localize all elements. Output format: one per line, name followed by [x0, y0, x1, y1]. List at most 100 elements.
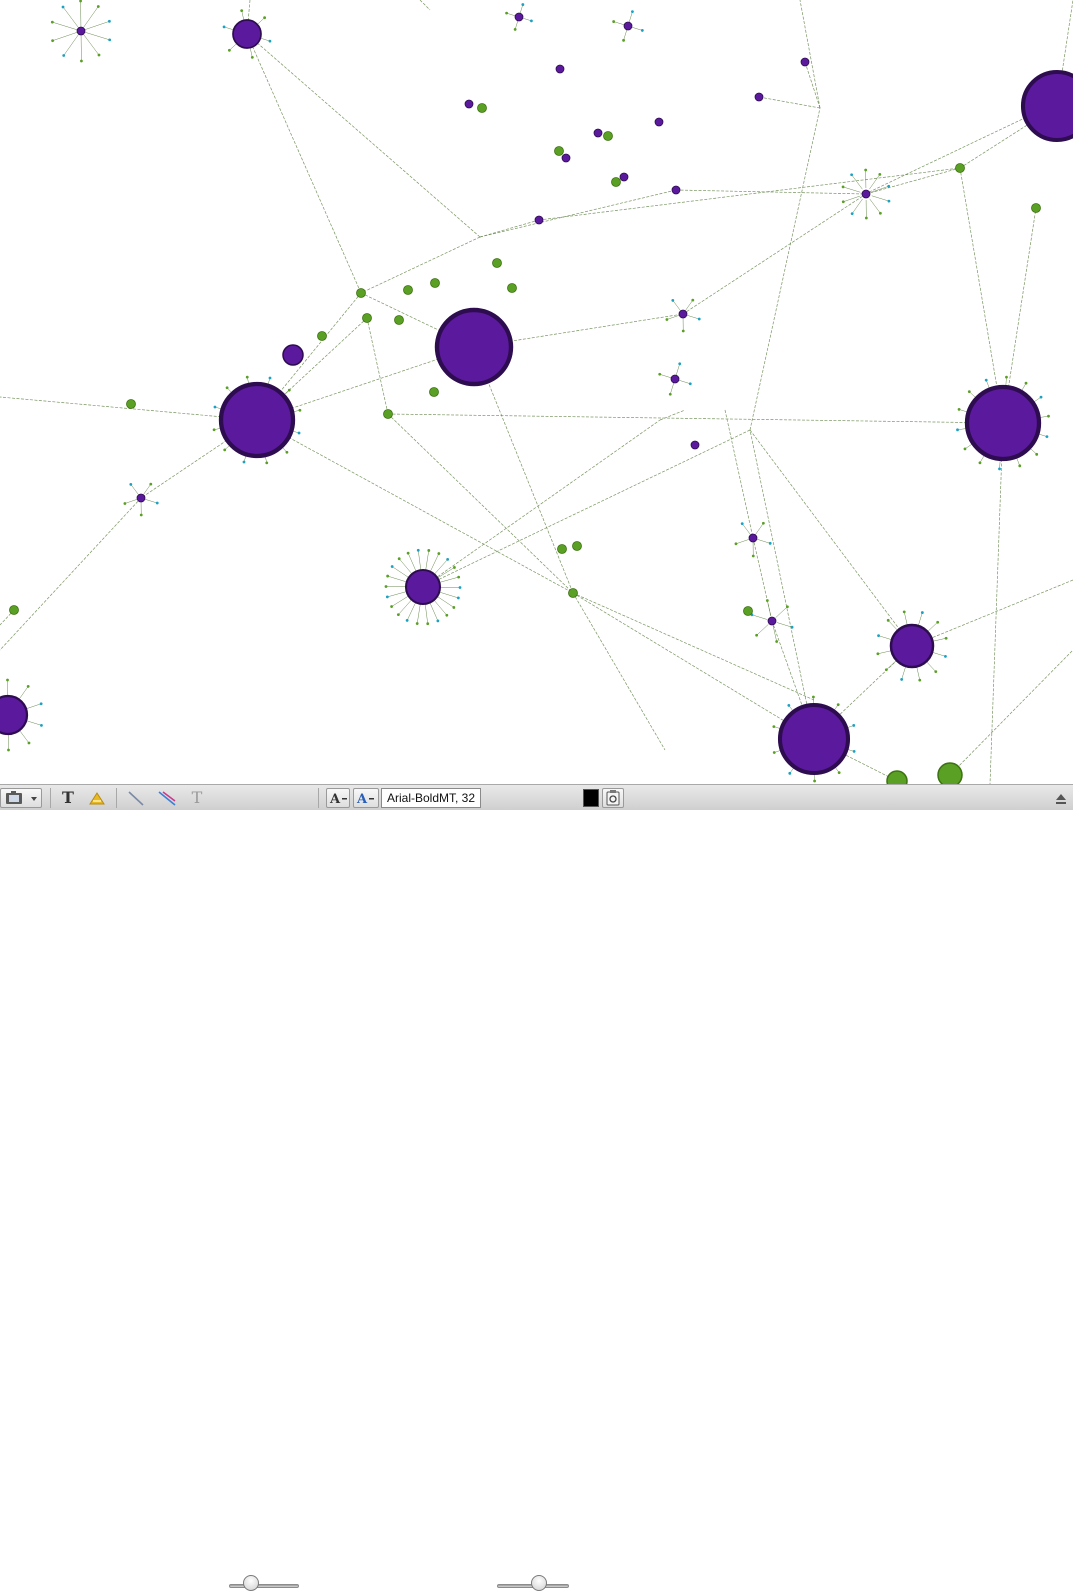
hub-node[interactable]	[780, 705, 848, 773]
small-node[interactable]	[755, 93, 763, 101]
graph-leaf-node[interactable]	[888, 200, 891, 203]
graph-leaf-node[interactable]	[129, 483, 132, 486]
graph-edge[interactable]	[423, 420, 660, 587]
highlight-button[interactable]	[86, 788, 108, 808]
graph-leaf-node[interactable]	[936, 621, 939, 624]
graph-leaf-node[interactable]	[288, 389, 291, 392]
hub-node[interactable]	[437, 310, 511, 384]
graph-edge[interactable]	[683, 194, 866, 314]
graph-leaf-node[interactable]	[397, 613, 400, 616]
graph-leaf-node[interactable]	[514, 28, 517, 31]
graph-leaf-node[interactable]	[752, 555, 755, 558]
graph-spoke[interactable]	[886, 660, 896, 670]
graph-edge[interactable]	[759, 97, 820, 108]
hub-node[interactable]	[406, 570, 440, 604]
graph-edge[interactable]	[480, 220, 539, 237]
hub-node[interactable]	[1023, 72, 1073, 140]
graph-leaf-node[interactable]	[985, 379, 988, 382]
graph-leaf-node[interactable]	[918, 679, 921, 682]
screenshot-button[interactable]	[0, 788, 42, 808]
graph-spoke[interactable]	[872, 196, 889, 201]
graph-leaf-node[interactable]	[1035, 453, 1038, 456]
graph-spoke[interactable]	[83, 34, 99, 55]
small-node[interactable]	[515, 13, 523, 21]
graph-leaf-node[interactable]	[877, 634, 880, 637]
graph-spoke[interactable]	[399, 559, 412, 574]
graph-leaf-node[interactable]	[842, 186, 845, 189]
graph-spoke[interactable]	[742, 524, 750, 535]
graph-spoke[interactable]	[434, 600, 447, 615]
graph-spoke[interactable]	[398, 600, 411, 615]
graph-leaf-node[interactable]	[769, 542, 772, 545]
graph-leaf-node[interactable]	[879, 212, 882, 215]
graph-spoke[interactable]	[85, 32, 110, 40]
graph-spoke[interactable]	[388, 576, 407, 582]
edge-color-button[interactable]	[124, 788, 148, 808]
graph-leaf-node[interactable]	[27, 685, 30, 688]
graph-spoke[interactable]	[870, 199, 881, 213]
graph-leaf-node[interactable]	[787, 704, 790, 707]
green-node[interactable]	[612, 178, 621, 187]
graph-edge[interactable]	[990, 423, 1003, 784]
graph-spoke[interactable]	[250, 48, 252, 58]
graph-leaf-node[interactable]	[453, 566, 456, 569]
graph-leaf-node[interactable]	[1005, 376, 1008, 379]
graph-leaf-node[interactable]	[865, 217, 868, 220]
graph-spoke[interactable]	[773, 626, 777, 642]
green-node[interactable]	[384, 410, 393, 419]
hub-node[interactable]	[0, 696, 27, 734]
hub-node[interactable]	[891, 625, 933, 667]
graph-spoke[interactable]	[387, 592, 406, 597]
graph-leaf-node[interactable]	[755, 634, 758, 637]
graph-leaf-node[interactable]	[775, 640, 778, 643]
graph-leaf-node[interactable]	[813, 780, 816, 783]
graph-edge[interactable]	[805, 62, 820, 108]
network-graph[interactable]	[0, 0, 1073, 784]
graph-spoke[interactable]	[852, 175, 863, 189]
graph-leaf-node[interactable]	[391, 565, 394, 568]
graph-spoke[interactable]	[872, 186, 889, 192]
graph-leaf-node[interactable]	[417, 549, 420, 552]
graph-edge[interactable]	[725, 410, 753, 538]
graph-leaf-node[interactable]	[934, 670, 937, 673]
graph-edge[interactable]	[573, 593, 814, 739]
graph-spoke[interactable]	[430, 603, 438, 621]
graph-leaf-node[interactable]	[156, 502, 159, 505]
graph-leaf-node[interactable]	[406, 619, 409, 622]
graph-leaf-node[interactable]	[521, 3, 524, 6]
graph-leaf-node[interactable]	[1046, 435, 1049, 438]
graph-spoke[interactable]	[229, 44, 236, 51]
graph-spoke[interactable]	[425, 604, 428, 624]
graph-spoke[interactable]	[852, 199, 862, 214]
graph-spoke[interactable]	[437, 567, 454, 578]
small-node[interactable]	[655, 118, 663, 126]
small-node[interactable]	[679, 310, 687, 318]
graph-leaf-node[interactable]	[1040, 396, 1043, 399]
graph-leaf-node[interactable]	[269, 40, 272, 43]
graph-spoke[interactable]	[52, 22, 77, 30]
graph-leaf-node[interactable]	[964, 447, 967, 450]
graph-leaf-node[interactable]	[97, 5, 100, 8]
graph-leaf-node[interactable]	[851, 212, 854, 215]
graph-leaf-node[interactable]	[452, 606, 455, 609]
graph-leaf-node[interactable]	[390, 605, 393, 608]
graph-spoke[interactable]	[679, 380, 690, 384]
graph-leaf-node[interactable]	[1018, 464, 1021, 467]
graph-leaf-node[interactable]	[735, 542, 738, 545]
green-node[interactable]	[555, 147, 564, 156]
graph-leaf-node[interactable]	[51, 39, 54, 42]
green-node[interactable]	[956, 164, 965, 173]
graph-leaf-node[interactable]	[385, 585, 388, 588]
green-node[interactable]	[395, 316, 404, 325]
graph-leaf-node[interactable]	[246, 376, 249, 379]
graph-leaf-node[interactable]	[878, 173, 881, 176]
font-size-down-button[interactable]: A	[326, 788, 350, 808]
graph-spoke[interactable]	[260, 38, 270, 41]
graph-leaf-node[interactable]	[1047, 415, 1050, 418]
graph-edge[interactable]	[950, 650, 1073, 775]
graph-leaf-node[interactable]	[457, 576, 460, 579]
small-node[interactable]	[671, 375, 679, 383]
graph-leaf-node[interactable]	[741, 522, 744, 525]
graph-leaf-node[interactable]	[62, 54, 65, 57]
graph-leaf-node[interactable]	[887, 185, 890, 188]
